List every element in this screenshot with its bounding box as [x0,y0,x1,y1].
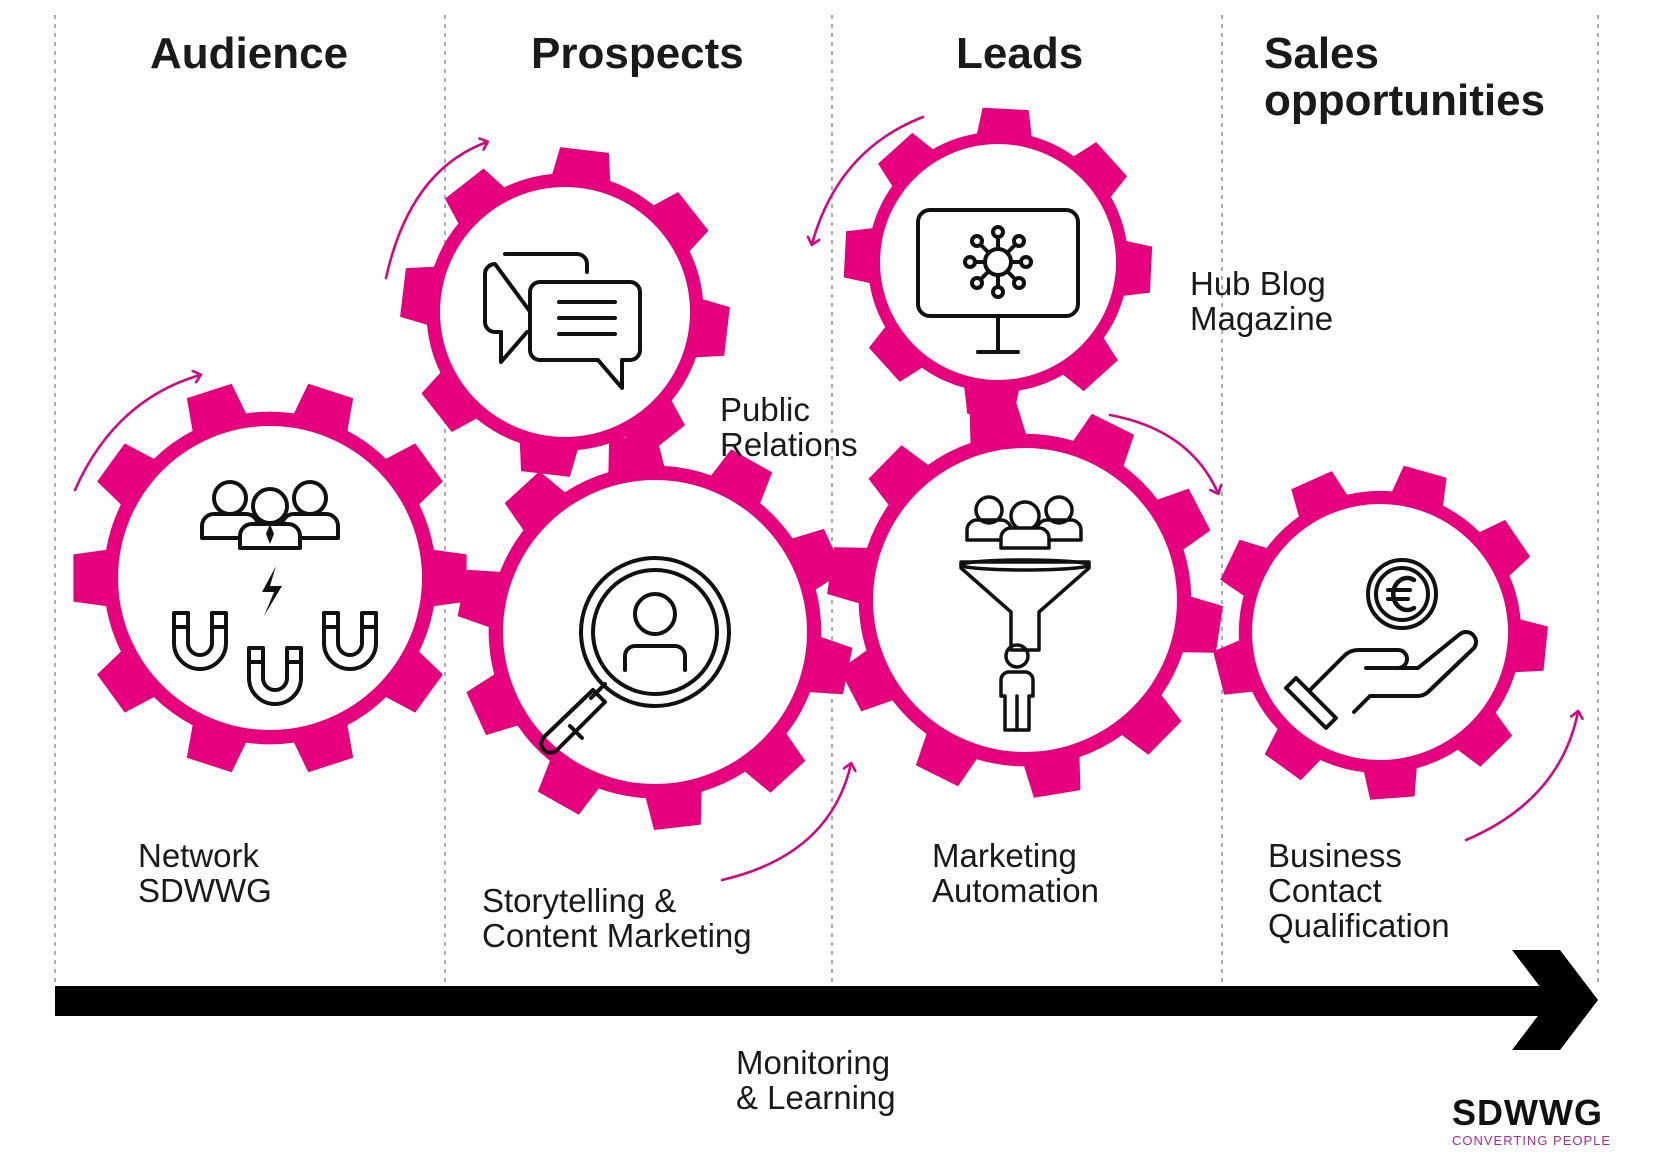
rotation-arrow [1464,712,1578,842]
column-title-sales-opportunities: Sales opportunities [1264,29,1546,125]
rotation-arrows [73,115,1578,882]
rotation-arrow [812,115,925,244]
chat-bubbles-icon [483,252,642,390]
gear-hub [843,107,1153,417]
rotation-arrow [384,142,487,280]
column-title-leads: Leads [956,29,1084,78]
monitor-network-icon [916,208,1080,354]
hand-euro-icon [1284,558,1478,730]
people-magnet-icon [172,480,378,706]
brand-logo: SDWWG [1452,1092,1603,1133]
timeline-arrow-head [1512,950,1598,1050]
magnifier-person-icon [539,556,731,755]
gear-center [880,144,1116,380]
column-title-prospects: Prospects [531,29,744,78]
funnel-people-icon [959,495,1091,732]
timeline-label: Monitoring& Learning [736,1044,896,1116]
rotation-arrow [720,764,851,882]
brand-tagline: CONVERTING PEOPLE [1452,1133,1612,1148]
timeline-arrow-shaft [55,986,1575,1016]
label-storytelling: Storytelling &Content Marketing [482,882,752,954]
rotation-arrow [73,375,200,492]
column-title-audience: Audience [150,29,349,78]
gear-qualification [1213,465,1548,800]
rotation-arrow [1108,413,1218,493]
timeline-arrow [55,950,1598,1050]
